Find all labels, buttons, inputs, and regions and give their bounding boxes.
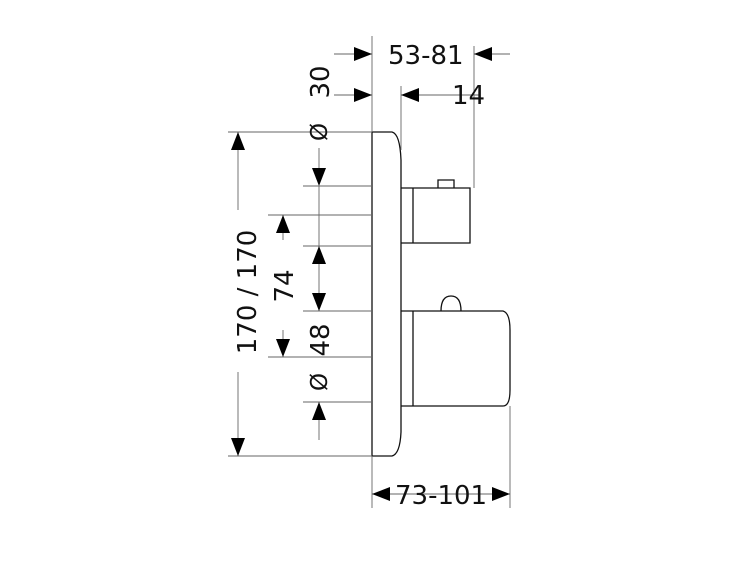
upper-knob-nub [437, 179, 455, 188]
lower-handle [401, 310, 511, 407]
cover-plate [371, 131, 402, 457]
mixer-body-outline [371, 131, 511, 457]
dim-depth-total: 53-81 [388, 41, 464, 71]
dim-height-total: 170 / 170 [233, 230, 263, 355]
dim-plate-depth: 30 [306, 65, 336, 98]
dim-diameter-lower: Ø [307, 373, 333, 391]
dim-center-spacing: 74 [270, 269, 300, 302]
dimension-arrows [231, 47, 510, 501]
upper-knob [401, 187, 471, 244]
dim-diameter-upper: Ø [307, 123, 333, 141]
dim-depth-bottom: 73-101 [395, 481, 487, 511]
lower-handle-nub [440, 295, 462, 312]
guide-lines [228, 36, 511, 508]
dim-knob-offset: 14 [452, 81, 485, 111]
dim-lower-offset: 48 [306, 323, 336, 356]
